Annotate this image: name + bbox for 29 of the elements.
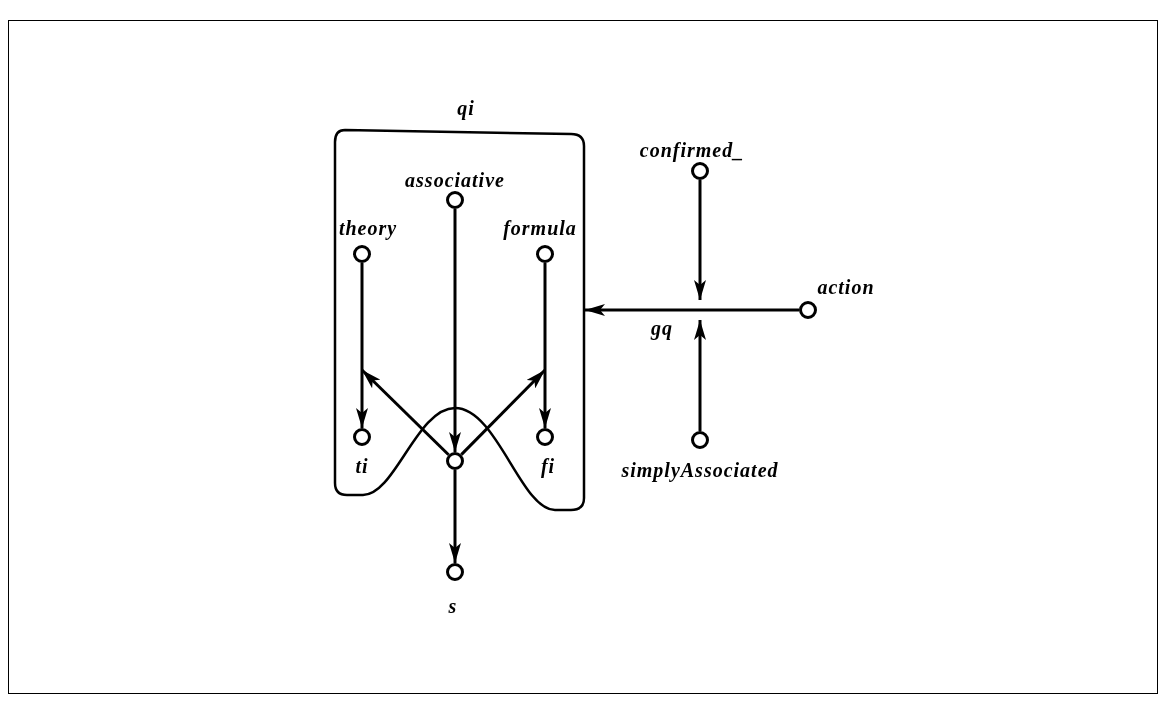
node-circle: [691, 162, 709, 180]
group-title: qi: [457, 98, 475, 118]
arrow: [460, 368, 547, 456]
node-label: action: [817, 277, 875, 297]
node-label: s: [448, 596, 458, 616]
node-label: ti: [355, 456, 369, 476]
node-circle: [446, 563, 464, 581]
arrow: [360, 368, 450, 456]
arrow: [449, 209, 461, 452]
node-label: formula: [503, 218, 577, 238]
node-circle: [536, 245, 554, 263]
node-circle: [446, 452, 464, 470]
node-circle: [799, 301, 817, 319]
arrow: [449, 470, 461, 563]
node-circle: [446, 191, 464, 209]
node-label: associative: [405, 170, 505, 190]
arrow: [585, 304, 799, 316]
node-label: theory: [338, 218, 398, 238]
node-label: simplyAssociated: [621, 460, 779, 480]
node-label: confirmed_: [639, 140, 745, 160]
node-circle: [353, 428, 371, 446]
arrow: [694, 320, 706, 431]
node-circle: [691, 431, 709, 449]
node-circle: [536, 428, 554, 446]
node-label: fi: [540, 456, 556, 476]
arrow: [356, 263, 368, 428]
arrow: [539, 263, 551, 428]
node-circle: [353, 245, 371, 263]
arrow: [694, 180, 706, 300]
